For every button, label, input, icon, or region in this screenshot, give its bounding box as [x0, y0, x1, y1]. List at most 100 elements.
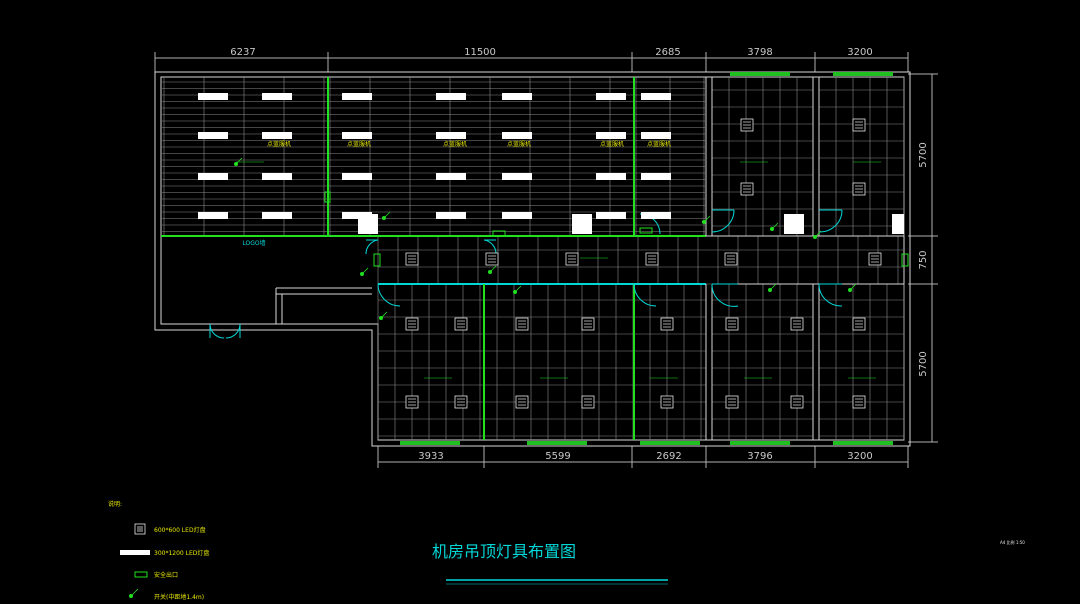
led-panel-light	[790, 317, 804, 331]
led-panel-light	[405, 317, 419, 331]
led-panel-light	[660, 317, 674, 331]
led-strip-light	[436, 93, 466, 100]
led-strip-light	[502, 93, 532, 100]
doors	[209, 209, 843, 339]
led-strip-light	[198, 212, 228, 219]
led-strip-light	[641, 132, 671, 139]
led-panel-light	[405, 252, 419, 266]
exit-signs	[324, 191, 909, 267]
logo-wall-label: LOGO墙	[242, 239, 265, 247]
led-panel-light	[740, 118, 754, 132]
top-dimension-line	[154, 52, 909, 72]
led-panel-light	[581, 395, 595, 409]
dim-right-2: 750	[918, 250, 929, 269]
led-panel-light	[645, 252, 659, 266]
led-strip-light	[262, 93, 292, 100]
dim-bottom-2: 5599	[545, 451, 570, 462]
drawing-title: 机房吊顶灯具布置图	[432, 542, 576, 561]
led-strip-light	[262, 132, 292, 139]
led-strip-light	[502, 132, 532, 139]
legend-heading: 说明:	[108, 500, 122, 508]
dim-top-1: 6237	[230, 47, 255, 58]
windows	[400, 72, 893, 445]
legend-item-2: 300*1200 LED灯盘	[154, 549, 209, 557]
wall-switch	[382, 211, 391, 220]
led-strip-light	[436, 173, 466, 180]
led-strip-light	[436, 132, 466, 139]
wall-switches	[234, 157, 881, 379]
dim-bottom-4: 3796	[747, 451, 772, 462]
led-panel-light	[724, 252, 738, 266]
led-panel-light	[868, 252, 882, 266]
wall-switch	[360, 267, 369, 276]
led-strip-light	[342, 212, 372, 219]
led-strip-light	[342, 173, 372, 180]
panel-600-icon	[134, 523, 146, 535]
wall-switch	[702, 215, 711, 224]
wall-switch	[770, 222, 779, 231]
dim-top-3: 2685	[655, 47, 680, 58]
legend-item-3: 安全出口	[154, 571, 178, 579]
equipment-label-5: 点蓝服机	[600, 140, 624, 148]
led-strip-light	[342, 132, 372, 139]
wall-switch	[813, 230, 822, 239]
dim-right-3: 5700	[918, 351, 929, 376]
wall-switch	[848, 283, 857, 292]
equipment-label-2: 点蓝服机	[347, 140, 371, 148]
led-strip-light	[436, 212, 466, 219]
led-strip-light	[596, 173, 626, 180]
led-strip-light	[596, 132, 626, 139]
exit-sign-icon	[134, 571, 148, 578]
led-strip-light	[502, 212, 532, 219]
equipment-label-6: 点蓝服机	[647, 140, 671, 148]
led-panel-light	[725, 317, 739, 331]
wall-switch	[379, 311, 388, 320]
led-strip-light	[262, 212, 292, 219]
led-strip-lights	[198, 93, 671, 219]
switch-icon	[129, 588, 139, 598]
dim-top-4: 3798	[747, 47, 772, 58]
dim-bottom-3: 2692	[656, 451, 681, 462]
led-panel-light	[725, 395, 739, 409]
led-panel-light	[660, 395, 674, 409]
led-panel-light	[852, 118, 866, 132]
dim-top-2: 11500	[464, 47, 496, 58]
led-strip-light	[198, 132, 228, 139]
led-strip-light	[596, 212, 626, 219]
led-panel-light	[515, 395, 529, 409]
strip-300-icon	[120, 550, 150, 555]
led-panel-light	[740, 182, 754, 196]
scale-note: A4 比例 1:50	[1000, 539, 1025, 545]
led-panel-light	[852, 182, 866, 196]
led-strip-light	[641, 93, 671, 100]
led-panel-light	[852, 395, 866, 409]
led-strip-light	[596, 93, 626, 100]
led-panel-lights	[405, 118, 882, 409]
legend-item-1: 600*600 LED灯盘	[154, 526, 206, 534]
dim-top-5: 3200	[847, 47, 872, 58]
led-panel-light	[515, 317, 529, 331]
title-underline	[446, 579, 668, 585]
dim-bottom-5: 3200	[847, 451, 872, 462]
wall-switch	[513, 285, 522, 294]
led-strip-light	[262, 173, 292, 180]
led-strip-light	[641, 173, 671, 180]
equipment-label-4: 点蓝服机	[507, 140, 531, 148]
wall-switch	[488, 265, 497, 274]
wall-switch	[234, 157, 243, 166]
dim-right-1: 5700	[918, 142, 929, 167]
led-panel-light	[485, 252, 499, 266]
equipment-label-3: 点蓝服机	[443, 140, 467, 148]
columns	[358, 214, 904, 234]
equipment-label-1: 点蓝服机	[267, 140, 291, 148]
dim-bottom-1: 3933	[418, 451, 443, 462]
wall-switch	[768, 283, 777, 292]
led-panel-light	[852, 317, 866, 331]
led-panel-light	[454, 317, 468, 331]
led-strip-light	[198, 93, 228, 100]
led-panel-light	[581, 317, 595, 331]
led-panel-light	[454, 395, 468, 409]
led-panel-light	[790, 395, 804, 409]
bottom-dimension-line	[377, 446, 909, 468]
